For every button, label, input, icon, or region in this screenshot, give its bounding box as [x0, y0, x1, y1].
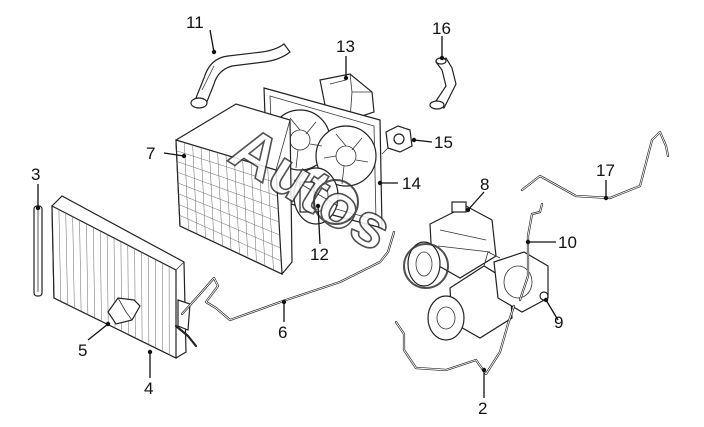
ac-line-lower — [394, 304, 516, 376]
callout-14: 14 — [402, 174, 421, 193]
callout-13: 13 — [336, 37, 355, 56]
callout-4: 4 — [144, 379, 153, 398]
compressor-bracket — [493, 251, 549, 313]
leader-lines — [37, 29, 607, 398]
small-coolant-hose — [429, 57, 457, 110]
callout-7: 7 — [146, 144, 155, 163]
condenser — [51, 195, 191, 359]
callout-16: 16 — [432, 19, 451, 38]
callout-3: 3 — [31, 165, 40, 184]
ac-line-long — [520, 130, 670, 200]
ac-line-condenser — [174, 230, 396, 348]
upper-radiator-hose — [190, 43, 291, 109]
leader-dots — [35, 49, 609, 373]
callout-10: 10 — [558, 233, 577, 252]
ac-pipe-short — [518, 202, 544, 302]
callout-17: 17 — [596, 161, 615, 180]
callout-6: 6 — [278, 323, 287, 342]
callout-labels: 2 3 4 5 6 7 8 9 10 11 12 13 14 15 16 17 — [31, 13, 615, 418]
callout-11: 11 — [186, 13, 204, 32]
callout-9: 9 — [554, 313, 563, 332]
radiator — [175, 103, 293, 275]
seal-strip — [33, 205, 43, 297]
temperature-sensor — [381, 125, 413, 155]
callout-15: 15 — [434, 133, 453, 152]
fan-shroud — [263, 87, 383, 229]
condenser-bracket — [107, 297, 141, 325]
callout-8: 8 — [480, 175, 489, 194]
callout-12: 12 — [310, 245, 329, 264]
callout-5: 5 — [78, 341, 87, 360]
callout-2: 2 — [478, 399, 487, 418]
